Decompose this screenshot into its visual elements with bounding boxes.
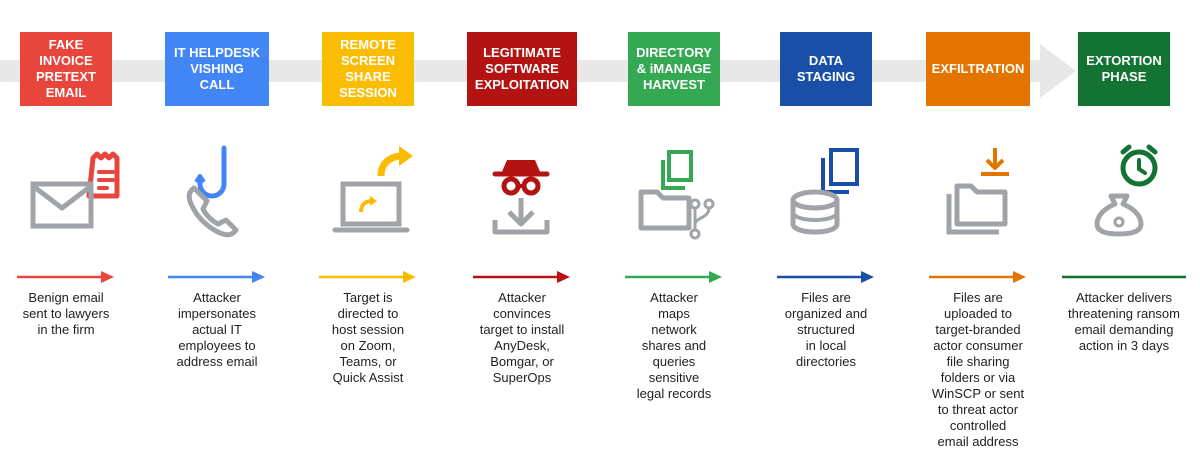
stage-title: LEGITIMATE SOFTWARE EXPLOITATION bbox=[467, 32, 577, 106]
moneybag-clock-icon bbox=[1069, 138, 1179, 248]
stage-description: Target is directed to host session on Zo… bbox=[331, 290, 405, 385]
database-copy-icon bbox=[771, 138, 881, 248]
stage-title: DATA STAGING bbox=[780, 32, 872, 106]
stage-it-helpdesk: IT HELPDESK VISHING CALL Attacker impers… bbox=[147, 0, 287, 462]
stage-title: IT HELPDESK VISHING CALL bbox=[165, 32, 269, 106]
stage-title: REMOTE SCREEN SHARE SESSION bbox=[322, 32, 414, 106]
stage-description: Files are organized and structured in lo… bbox=[784, 290, 868, 369]
stage-description: Attacker delivers threatening ransom ema… bbox=[1067, 290, 1180, 353]
phone-hook-icon bbox=[162, 138, 272, 248]
folder-download-icon bbox=[923, 138, 1033, 248]
stage-arrow bbox=[777, 270, 875, 284]
stage-extortion: EXTORTION PHASE Attacker delivers threat… bbox=[1054, 0, 1194, 462]
stage-data-staging: DATA STAGING Files are organized and str… bbox=[756, 0, 896, 462]
stage-title: EXTORTION PHASE bbox=[1078, 32, 1170, 106]
stage-exfiltration: EXFILTRATION Files are uploaded to targe… bbox=[908, 0, 1048, 462]
folder-fork-icon bbox=[619, 138, 729, 248]
stage-fake-invoice: FAKE INVOICE PRETEXT EMAIL Benign email … bbox=[0, 0, 136, 462]
laptop-share-icon bbox=[313, 138, 423, 248]
stage-title: FAKE INVOICE PRETEXT EMAIL bbox=[20, 32, 112, 106]
stage-arrow bbox=[473, 270, 571, 284]
spy-download-icon bbox=[467, 138, 577, 248]
stage-line bbox=[1062, 270, 1186, 284]
stage-arrow bbox=[625, 270, 723, 284]
stage-title: DIRECTORY & iMANAGE HARVEST bbox=[628, 32, 720, 106]
stage-description: Attacker maps network shares and queries… bbox=[636, 290, 712, 401]
stage-arrow bbox=[17, 270, 115, 284]
stage-remote-screen-share: REMOTE SCREEN SHARE SESSION Target is di… bbox=[298, 0, 438, 462]
email-invoice-icon bbox=[11, 138, 121, 248]
stage-description: Files are uploaded to target-branded act… bbox=[931, 290, 1025, 449]
stage-title: EXFILTRATION bbox=[926, 32, 1030, 106]
stage-description: Attacker convinces target to install Any… bbox=[479, 290, 565, 385]
flow-arrowhead bbox=[1040, 44, 1076, 98]
stage-arrow bbox=[929, 270, 1027, 284]
stage-arrow bbox=[319, 270, 417, 284]
stage-description: Attacker impersonates actual IT employee… bbox=[176, 290, 258, 369]
stage-arrow bbox=[168, 270, 266, 284]
stage-description: Benign email sent to lawyers in the firm bbox=[22, 290, 110, 337]
stage-directory-harvest: DIRECTORY & iMANAGE HARVEST Attacker map… bbox=[604, 0, 744, 462]
stage-legitimate-software: LEGITIMATE SOFTWARE EXPLOITATION Attacke… bbox=[452, 0, 592, 462]
